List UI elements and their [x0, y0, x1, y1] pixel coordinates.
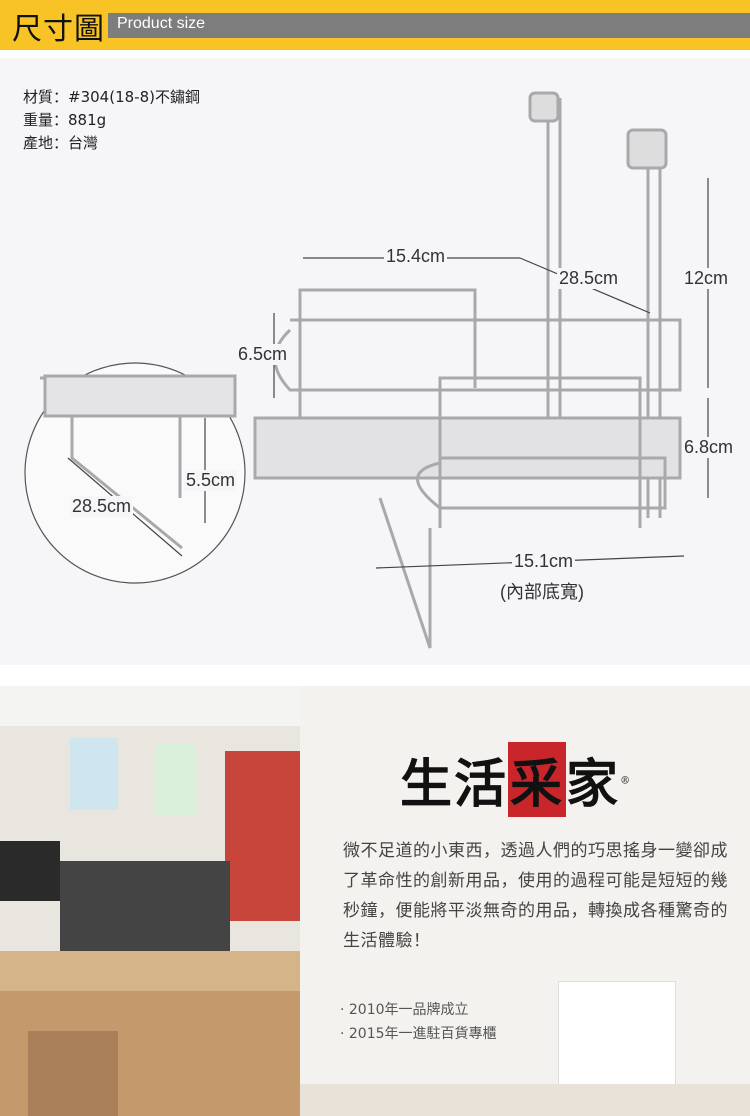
spec-origin: 產地：台灣: [23, 132, 200, 155]
header-title-en: Product size: [108, 13, 750, 38]
dim-top-width: 15.4cm: [384, 246, 448, 267]
dim-inset-depth: 28.5cm: [70, 496, 134, 517]
brand-description: 微不足道的小東西，透過人們的巧思搖身一變卻成了革命性的創新用品，使用的過程可能是…: [343, 841, 728, 951]
dim-back-height: 6.8cm: [682, 437, 736, 458]
store-photo: [0, 686, 300, 1116]
brand-history: · 2010年一品牌成立 · 2015年一進駐百貨專櫃: [340, 998, 497, 1046]
spec-value: 台灣: [68, 134, 99, 152]
history-item: · 2010年一品牌成立: [340, 1002, 469, 1018]
dim-bottom-width: 15.1cm: [512, 551, 576, 572]
spec-weight: 重量：881g: [23, 109, 200, 132]
registered-mark: ®: [620, 775, 633, 787]
spec-material: 材質：#304(18-8)不鏽鋼: [23, 86, 200, 109]
spec-value: #304(18-8)不鏽鋼: [68, 88, 200, 106]
product-drawing: [24, 91, 709, 649]
spec-label: 重量：: [23, 111, 69, 129]
brand-panel: 生活采家® 微不足道的小東西，透過人們的巧思搖身一變卻成了革命性的創新用品，使用…: [300, 686, 750, 1116]
dim-inset-height: 5.5cm: [184, 470, 238, 491]
dresser-image: [558, 981, 676, 1086]
dim-bottom-note: (內部底寬): [498, 578, 586, 604]
page-header: 尺寸圖 Product size: [0, 0, 750, 50]
spec-value: 881g: [68, 111, 107, 129]
dim-hook-height: 12cm: [682, 268, 731, 289]
brand-logo: 生活采家®: [400, 742, 632, 817]
dim-side-height: 6.5cm: [236, 344, 290, 365]
header-title-zh: 尺寸圖: [12, 12, 105, 47]
spec-label: 產地：: [23, 134, 69, 152]
history-item: · 2015年一進駐百貨專櫃: [340, 1026, 497, 1042]
spec-list: 材質：#304(18-8)不鏽鋼 重量：881g 產地：台灣: [23, 86, 200, 155]
dim-depth: 28.5cm: [557, 268, 621, 289]
spec-label: 材質：: [23, 88, 69, 106]
